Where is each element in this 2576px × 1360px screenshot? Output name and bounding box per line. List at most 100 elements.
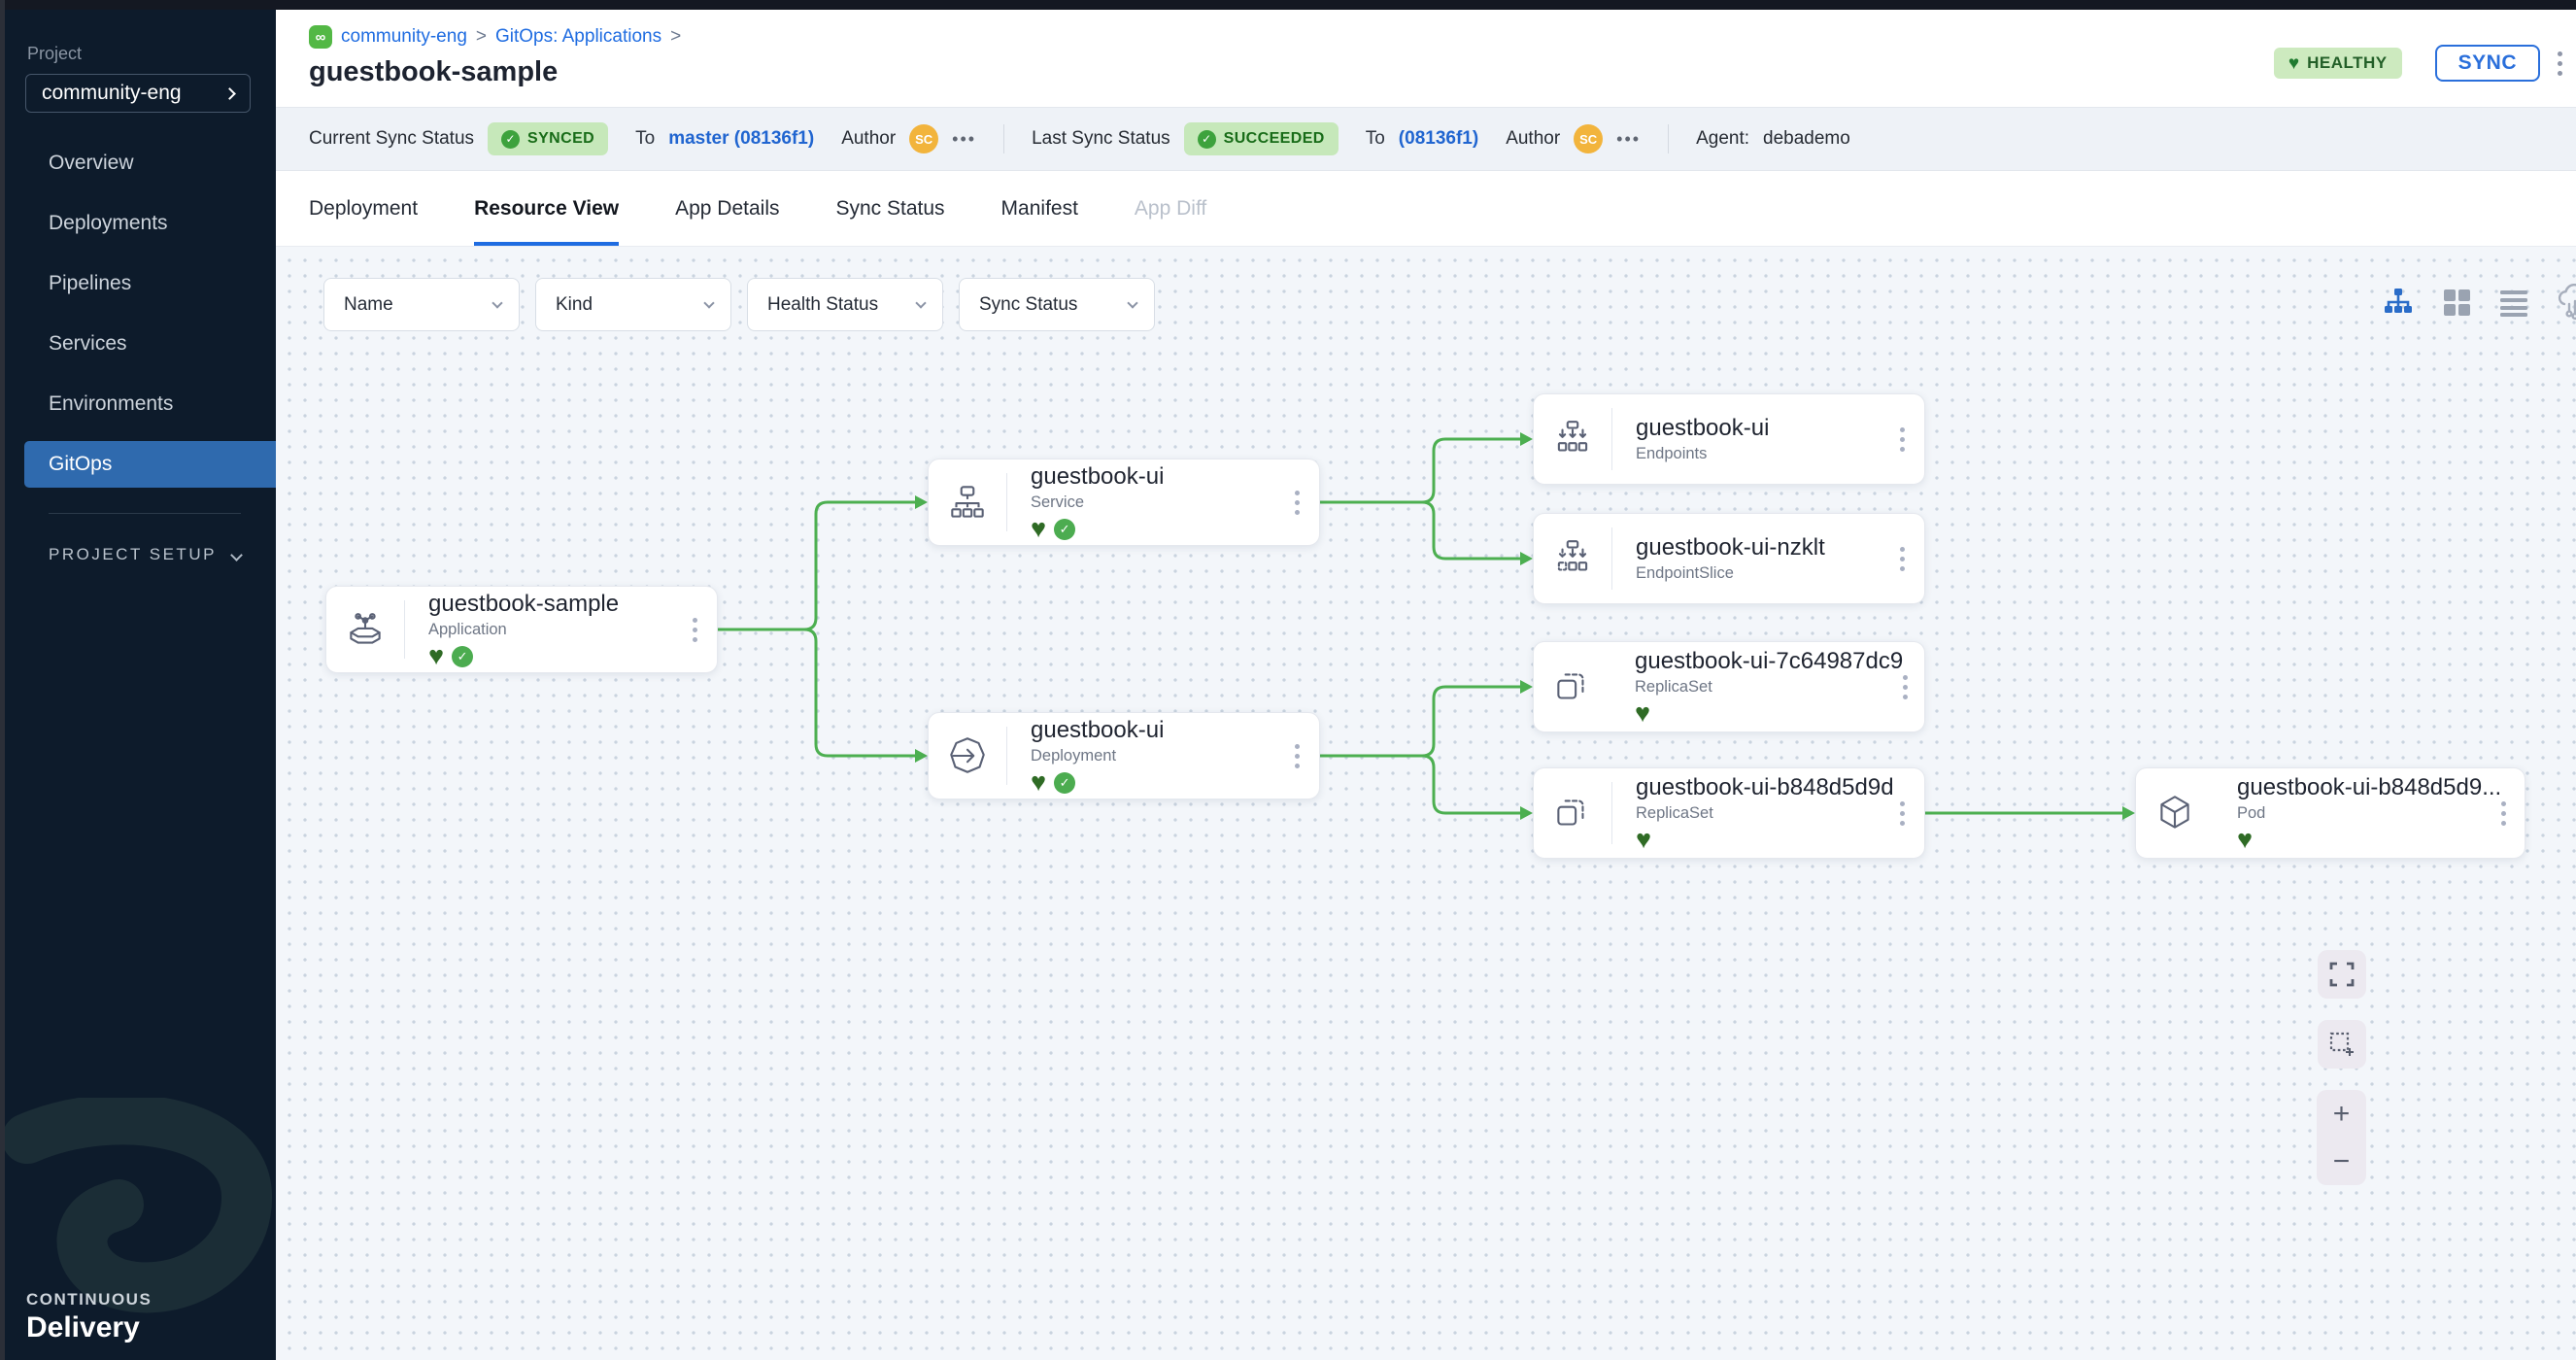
node-menu-button[interactable] <box>1295 490 1300 515</box>
tab-bar: Deployment Resource View App Details Syn… <box>276 171 2576 247</box>
tab-manifest[interactable]: Manifest <box>1000 196 1078 220</box>
resource-name: guestbook-ui <box>1031 462 1165 490</box>
synced-check-icon: ✓ <box>452 645 474 667</box>
resource-node-replicaset-1[interactable]: guestbook-ui-7c64987dc9 ReplicaSet ♥ <box>1533 641 1925 732</box>
endpointslice-icon <box>1534 536 1611 581</box>
breadcrumb-applications-link[interactable]: GitOps: Applications <box>495 26 662 47</box>
selection-tool-button[interactable] <box>2318 1020 2366 1069</box>
tab-resource-view[interactable]: Resource View <box>474 171 620 246</box>
resource-node-replicaset-2[interactable]: guestbook-ui-b848d5d9d ReplicaSet ♥ <box>1533 767 1925 859</box>
cloud-network-view-icon[interactable] <box>2556 284 2576 325</box>
resource-name: guestbook-ui <box>1031 716 1165 743</box>
resource-name: guestbook-sample <box>428 590 620 617</box>
sidebar-item-gitops[interactable]: GitOps <box>24 441 276 488</box>
resource-node-endpointslice[interactable]: guestbook-ui-nzklt EndpointSlice <box>1533 513 1925 604</box>
sidebar-divider <box>49 513 241 514</box>
tab-sync-status[interactable]: Sync Status <box>835 196 945 220</box>
resource-name: guestbook-ui <box>1636 415 1770 441</box>
resource-node-application[interactable]: guestbook-sample Application ♥ ✓ <box>325 586 718 673</box>
author-avatar[interactable]: SC <box>1574 124 1604 153</box>
resource-kind: ReplicaSet <box>1635 677 1712 696</box>
header-more-menu-button[interactable] <box>2558 51 2562 76</box>
divider <box>1006 473 1007 531</box>
chevron-down-icon <box>230 548 243 561</box>
resource-node-pod[interactable]: guestbook-ui-b848d5d9... Pod ♥ <box>2135 767 2525 859</box>
grid-view-icon[interactable] <box>2441 287 2472 323</box>
node-menu-button[interactable] <box>1900 546 1905 571</box>
view-toggle-group <box>2382 284 2576 325</box>
list-view-icon[interactable] <box>2498 287 2529 323</box>
node-menu-button[interactable] <box>1903 674 1909 699</box>
chevron-down-icon <box>1127 296 1138 309</box>
node-menu-button[interactable] <box>1900 426 1905 452</box>
node-menu-button[interactable] <box>693 617 697 642</box>
sidebar: Project community-eng Overview Deploymen… <box>0 0 276 1360</box>
resource-name: guestbook-ui-nzklt <box>1636 534 1825 561</box>
resource-kind: EndpointSlice <box>1636 564 1734 582</box>
succeeded-badge-label: SUCCEEDED <box>1223 130 1325 147</box>
node-menu-button[interactable] <box>1295 743 1300 768</box>
sync-status-bar: Current Sync Status ✓ SYNCED To master (… <box>276 107 2576 171</box>
current-sync-more-button[interactable]: ••• <box>952 128 977 149</box>
healthy-heart-icon: ♥ <box>1031 767 1047 797</box>
kind-filter-dropdown[interactable]: Kind <box>535 278 731 331</box>
resource-tree-canvas[interactable]: Name Kind Health Status Sync Status <box>276 247 2576 1360</box>
zoom-in-button[interactable]: + <box>2332 1097 2351 1130</box>
brand-delivery: Delivery <box>26 1311 140 1343</box>
page-header: ∞ community-eng > GitOps: Applications >… <box>276 10 2576 107</box>
application-icon <box>326 607 404 652</box>
last-target-revision-link[interactable]: (08136f1) <box>1398 128 1479 149</box>
resource-node-deployment[interactable]: guestbook-ui Deployment ♥ ✓ <box>928 712 1320 799</box>
check-circle-icon: ✓ <box>1197 129 1216 149</box>
project-selector[interactable]: community-eng <box>25 74 251 113</box>
agent-label: Agent: <box>1696 128 1750 149</box>
window-top-edge <box>0 0 2576 10</box>
healthy-heart-icon: ♥ <box>1635 698 1651 728</box>
resource-kind: Endpoints <box>1636 445 1708 462</box>
healthy-heart-icon: ♥ <box>1031 514 1047 543</box>
node-menu-button[interactable] <box>2501 800 2507 826</box>
tab-app-details[interactable]: App Details <box>675 196 780 220</box>
project-label: Project <box>27 44 83 63</box>
chevron-down-icon <box>915 296 927 309</box>
deployment-icon <box>929 733 1006 778</box>
sync-button[interactable]: SYNC <box>2434 45 2540 82</box>
resource-kind: Application <box>428 620 507 638</box>
divider <box>1611 408 1612 470</box>
sync-status-filter-dropdown[interactable]: Sync Status <box>959 278 1155 331</box>
last-sync-more-button[interactable]: ••• <box>1616 128 1642 149</box>
sidebar-item-services[interactable]: Services <box>49 332 127 355</box>
node-menu-button[interactable] <box>1900 800 1905 826</box>
sidebar-item-environments[interactable]: Environments <box>49 392 174 415</box>
sidebar-item-pipelines[interactable]: Pipelines <box>49 272 132 294</box>
sidebar-item-overview[interactable]: Overview <box>49 152 134 174</box>
gitops-module-icon: ∞ <box>309 25 332 49</box>
chevron-down-icon <box>703 296 715 309</box>
synced-badge: ✓ SYNCED <box>488 122 609 155</box>
resource-node-service[interactable]: guestbook-ui Service ♥ ✓ <box>928 459 1320 546</box>
divider <box>404 600 405 659</box>
status-icons: ♥ <box>1635 698 1903 728</box>
resource-name: guestbook-ui-b848d5d9... <box>2237 773 2502 800</box>
resource-kind: Pod <box>2237 803 2266 822</box>
current-target-revision-link[interactable]: master (08136f1) <box>668 128 815 149</box>
healthy-heart-icon: ♥ <box>1636 825 1652 854</box>
tree-view-icon[interactable] <box>2382 286 2415 323</box>
zoom-controls: + − <box>2317 1090 2366 1185</box>
breadcrumb-project-link[interactable]: community-eng <box>341 26 467 47</box>
kind-filter-label: Kind <box>556 293 593 315</box>
project-setup-toggle[interactable]: PROJECT SETUP <box>49 545 243 564</box>
zoom-out-button[interactable]: − <box>2332 1144 2351 1177</box>
health-status-filter-dropdown[interactable]: Health Status <box>747 278 943 331</box>
pod-icon <box>2136 791 2214 835</box>
chevron-down-icon <box>491 296 503 309</box>
tab-deployment[interactable]: Deployment <box>309 196 419 220</box>
healthy-heart-icon: ♥ <box>428 641 445 670</box>
window-left-edge <box>0 0 5 1360</box>
synced-badge-label: SYNCED <box>527 130 595 147</box>
author-avatar[interactable]: SC <box>909 124 939 153</box>
resource-node-endpoints[interactable]: guestbook-ui Endpoints <box>1533 393 1925 485</box>
fit-to-screen-button[interactable] <box>2318 950 2366 999</box>
sidebar-item-deployments[interactable]: Deployments <box>49 212 168 234</box>
name-filter-dropdown[interactable]: Name <box>323 278 520 331</box>
